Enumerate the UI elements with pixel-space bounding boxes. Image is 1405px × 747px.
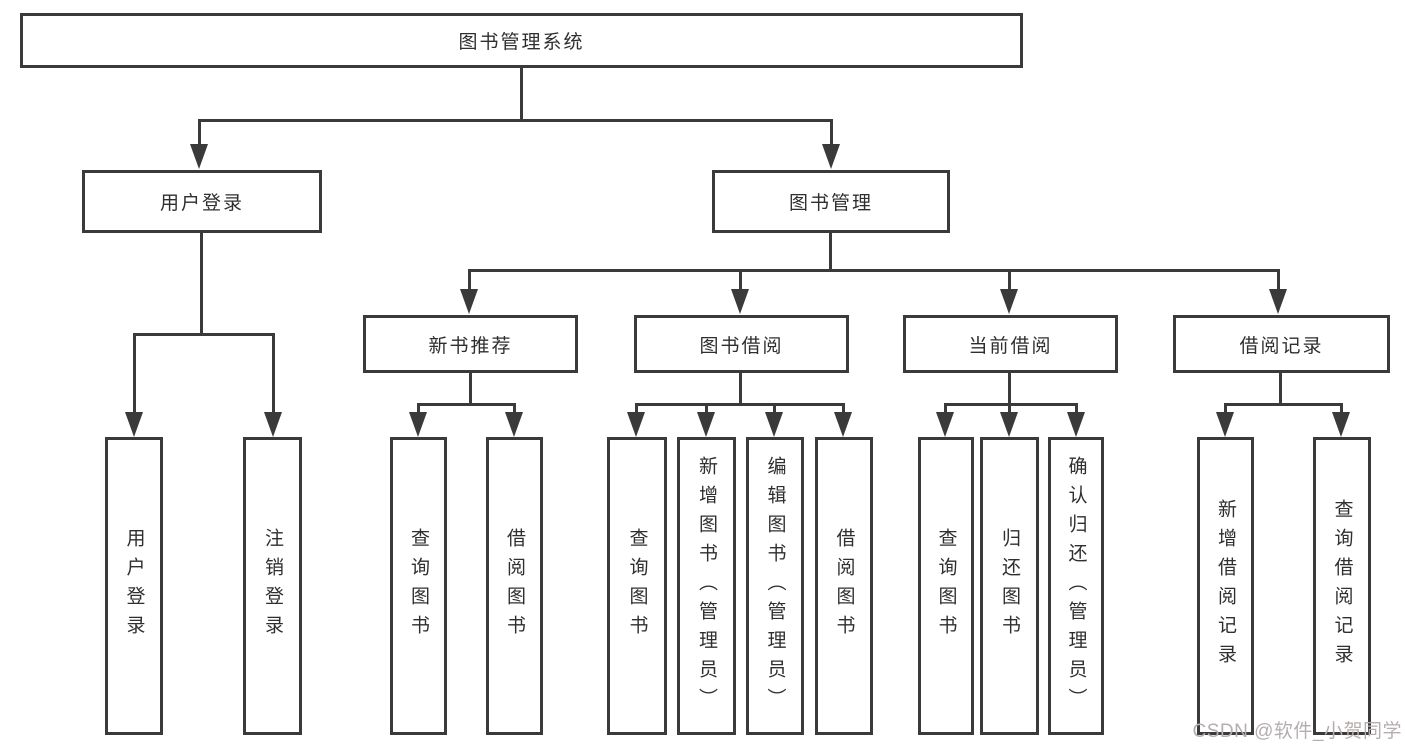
arrow-down <box>697 412 715 437</box>
connector-line <box>1277 269 1280 293</box>
node-label: 当前借阅 <box>968 335 1053 357</box>
node-label: 图书借阅 <box>699 335 784 357</box>
connector-line <box>513 403 516 419</box>
leaf-query-borrow-record: 查询借阅记录 <box>1313 437 1371 735</box>
arrow-down <box>1216 412 1234 437</box>
node-label: 借阅记录 <box>1239 335 1324 357</box>
leaf-logout: 注销登录 <box>243 437 302 735</box>
leaf-label: 查询借阅记录 <box>1331 499 1353 673</box>
watermark: CSDN @软件_小贺同学 <box>1192 721 1402 742</box>
leaf-label: 新增借阅记录 <box>1215 499 1236 673</box>
node-book-borrow: 图书借阅 <box>634 315 849 373</box>
connector-line <box>773 403 776 419</box>
node-label: 用户登录 <box>159 193 244 214</box>
connector-line <box>1075 403 1078 419</box>
connector-line <box>1008 371 1011 406</box>
connector-line <box>705 403 708 419</box>
node-borrow-records: 借阅记录 <box>1173 315 1390 373</box>
connector-line <box>1224 403 1227 419</box>
leaf-query-books-1: 查询图书 <box>390 437 447 735</box>
node-user-login: 用户登录 <box>82 170 322 233</box>
leaf-label: 新增图书（管理员） <box>696 455 717 717</box>
connector-line <box>133 333 275 336</box>
connector-line <box>200 231 203 336</box>
leaf-return-book: 归还图书 <box>980 437 1039 735</box>
leaf-add-borrow-record: 新增借阅记录 <box>1197 437 1254 735</box>
leaf-label: 查询图书 <box>408 528 429 644</box>
arrow-down <box>190 144 208 169</box>
connector-line <box>198 119 201 147</box>
connector-line <box>198 119 832 122</box>
arrow-down <box>627 412 645 437</box>
leaf-user-login: 用户登录 <box>105 437 163 735</box>
leaf-confirm-return-admin: 确认归还（管理员） <box>1048 437 1104 735</box>
connector-line <box>635 403 638 419</box>
leaf-borrow-books-1: 借阅图书 <box>486 437 543 735</box>
connector-line <box>1008 269 1011 293</box>
connector-line <box>468 269 471 293</box>
leaf-borrow-books-2: 借阅图书 <box>815 437 873 735</box>
node-new-book-recommend: 新书推荐 <box>363 315 578 373</box>
arrow-down <box>460 289 478 314</box>
arrow-down <box>409 412 427 437</box>
arrow-down <box>731 289 749 314</box>
leaf-label: 用户登录 <box>123 528 145 644</box>
leaf-add-book-admin: 新增图书（管理员） <box>677 437 736 735</box>
leaf-label: 借阅图书 <box>833 528 855 644</box>
node-label: 图书管理系统 <box>458 32 585 53</box>
node-book-management: 图书管理 <box>712 170 950 233</box>
arrow-down <box>1000 289 1018 314</box>
connector-line <box>133 333 136 415</box>
leaf-label: 查询图书 <box>935 528 957 644</box>
connector-line <box>272 333 275 415</box>
connector-line <box>468 269 1280 272</box>
connector-line <box>520 66 523 122</box>
node-root: 图书管理系统 <box>20 13 1023 68</box>
arrow-down <box>834 412 852 437</box>
leaf-query-books-2: 查询图书 <box>607 437 667 735</box>
connector-line <box>469 371 472 406</box>
arrow-down <box>1067 412 1085 437</box>
connector-line <box>829 231 832 272</box>
connector-line <box>739 371 742 406</box>
arrow-down <box>1269 289 1287 314</box>
leaf-label: 查询图书 <box>626 528 648 644</box>
arrow-down <box>264 412 282 437</box>
arrow-down <box>1000 412 1018 437</box>
connector-line <box>1340 403 1343 419</box>
leaf-label: 编辑图书（管理员） <box>764 455 786 717</box>
leaf-query-books-3: 查询图书 <box>918 437 974 735</box>
connector-line <box>944 403 947 419</box>
arrow-down <box>505 412 523 437</box>
connector-line <box>635 403 845 406</box>
arrow-down <box>1332 412 1350 437</box>
arrow-down <box>822 144 840 169</box>
leaf-edit-book-admin: 编辑图书（管理员） <box>746 437 804 735</box>
connector-line <box>417 403 516 406</box>
leaf-label: 借阅图书 <box>504 528 525 644</box>
connector-line <box>842 403 845 419</box>
connector-line <box>830 119 833 147</box>
connector-line <box>1008 403 1011 419</box>
leaf-label: 归还图书 <box>999 528 1020 644</box>
arrow-down <box>125 412 143 437</box>
connector-line <box>417 403 420 419</box>
connector-line <box>1279 371 1282 406</box>
connector-line <box>1224 403 1343 406</box>
node-label: 图书管理 <box>788 193 873 214</box>
connector-line <box>739 269 742 293</box>
node-label: 新书推荐 <box>428 335 513 357</box>
leaf-label: 确认归还（管理员） <box>1065 455 1087 717</box>
leaf-label: 注销登录 <box>262 528 283 644</box>
arrow-down <box>765 412 783 437</box>
connector-line <box>944 403 1078 406</box>
node-current-borrow: 当前借阅 <box>903 315 1118 373</box>
arrow-down <box>936 412 954 437</box>
